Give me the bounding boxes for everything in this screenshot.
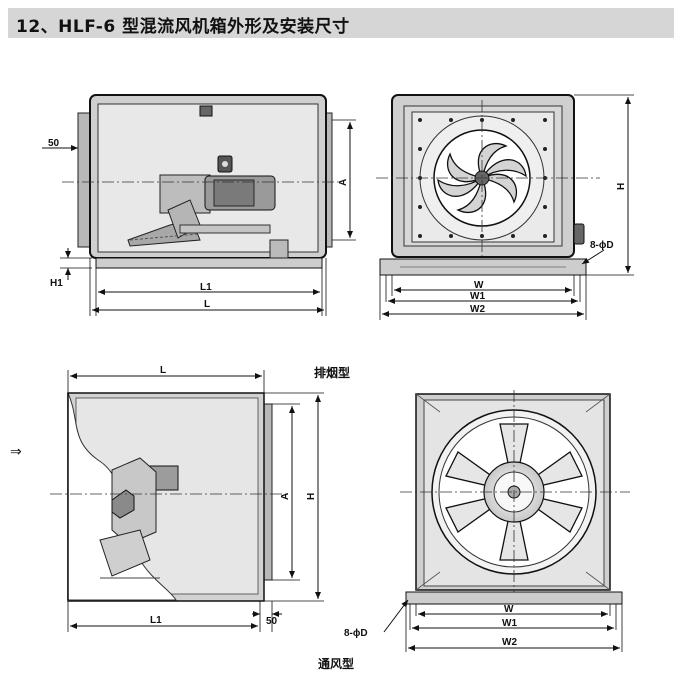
top-front-dim-W2: W2 [470,304,485,315]
bottom-side-dim-50: 50 [266,616,278,627]
bottom-side-dim-H: H [306,493,317,500]
bottom-front-bolt: 8-ϕD [344,628,368,639]
top-side-view: 50 A H1 L1 L [42,94,356,316]
top-front-dim-W1: W1 [470,291,485,302]
label-exhaust-type: 排烟型 [314,365,350,380]
top-front-dim-W: W [474,280,484,291]
top-side-dim-50: 50 [48,138,60,149]
top-front-view: H 8-ϕD W W1 W2 [376,94,634,320]
top-front-dim-H: H [616,183,627,190]
bottom-front-view: W W1 W2 8-ϕD [344,390,630,652]
bottom-front-dim-W: W [504,604,514,615]
bottom-side-dim-L: L [160,365,166,376]
bottom-side-dim-A: A [280,493,291,500]
label-ventilation-type: 通风型 [318,656,354,671]
top-side-dim-L1: L1 [200,282,212,293]
bottom-side-view: ⇒ L A H L1 [10,365,324,632]
top-front-bolt: 8-ϕD [590,240,614,251]
page-title: 12、HLF-6 型混流风机箱外形及安装尺寸 [16,17,350,37]
airflow-arrow: ⇒ [10,443,22,459]
top-side-dim-L: L [204,299,210,310]
bottom-front-dim-W2: W2 [502,637,517,648]
title-bar: 12、HLF-6 型混流风机箱外形及安装尺寸 [8,8,674,38]
bottom-front-dim-W1: W1 [502,618,517,629]
top-side-dim-H1: H1 [50,278,63,289]
bottom-side-dim-L1: L1 [150,615,162,626]
top-side-dim-A: A [338,179,349,186]
